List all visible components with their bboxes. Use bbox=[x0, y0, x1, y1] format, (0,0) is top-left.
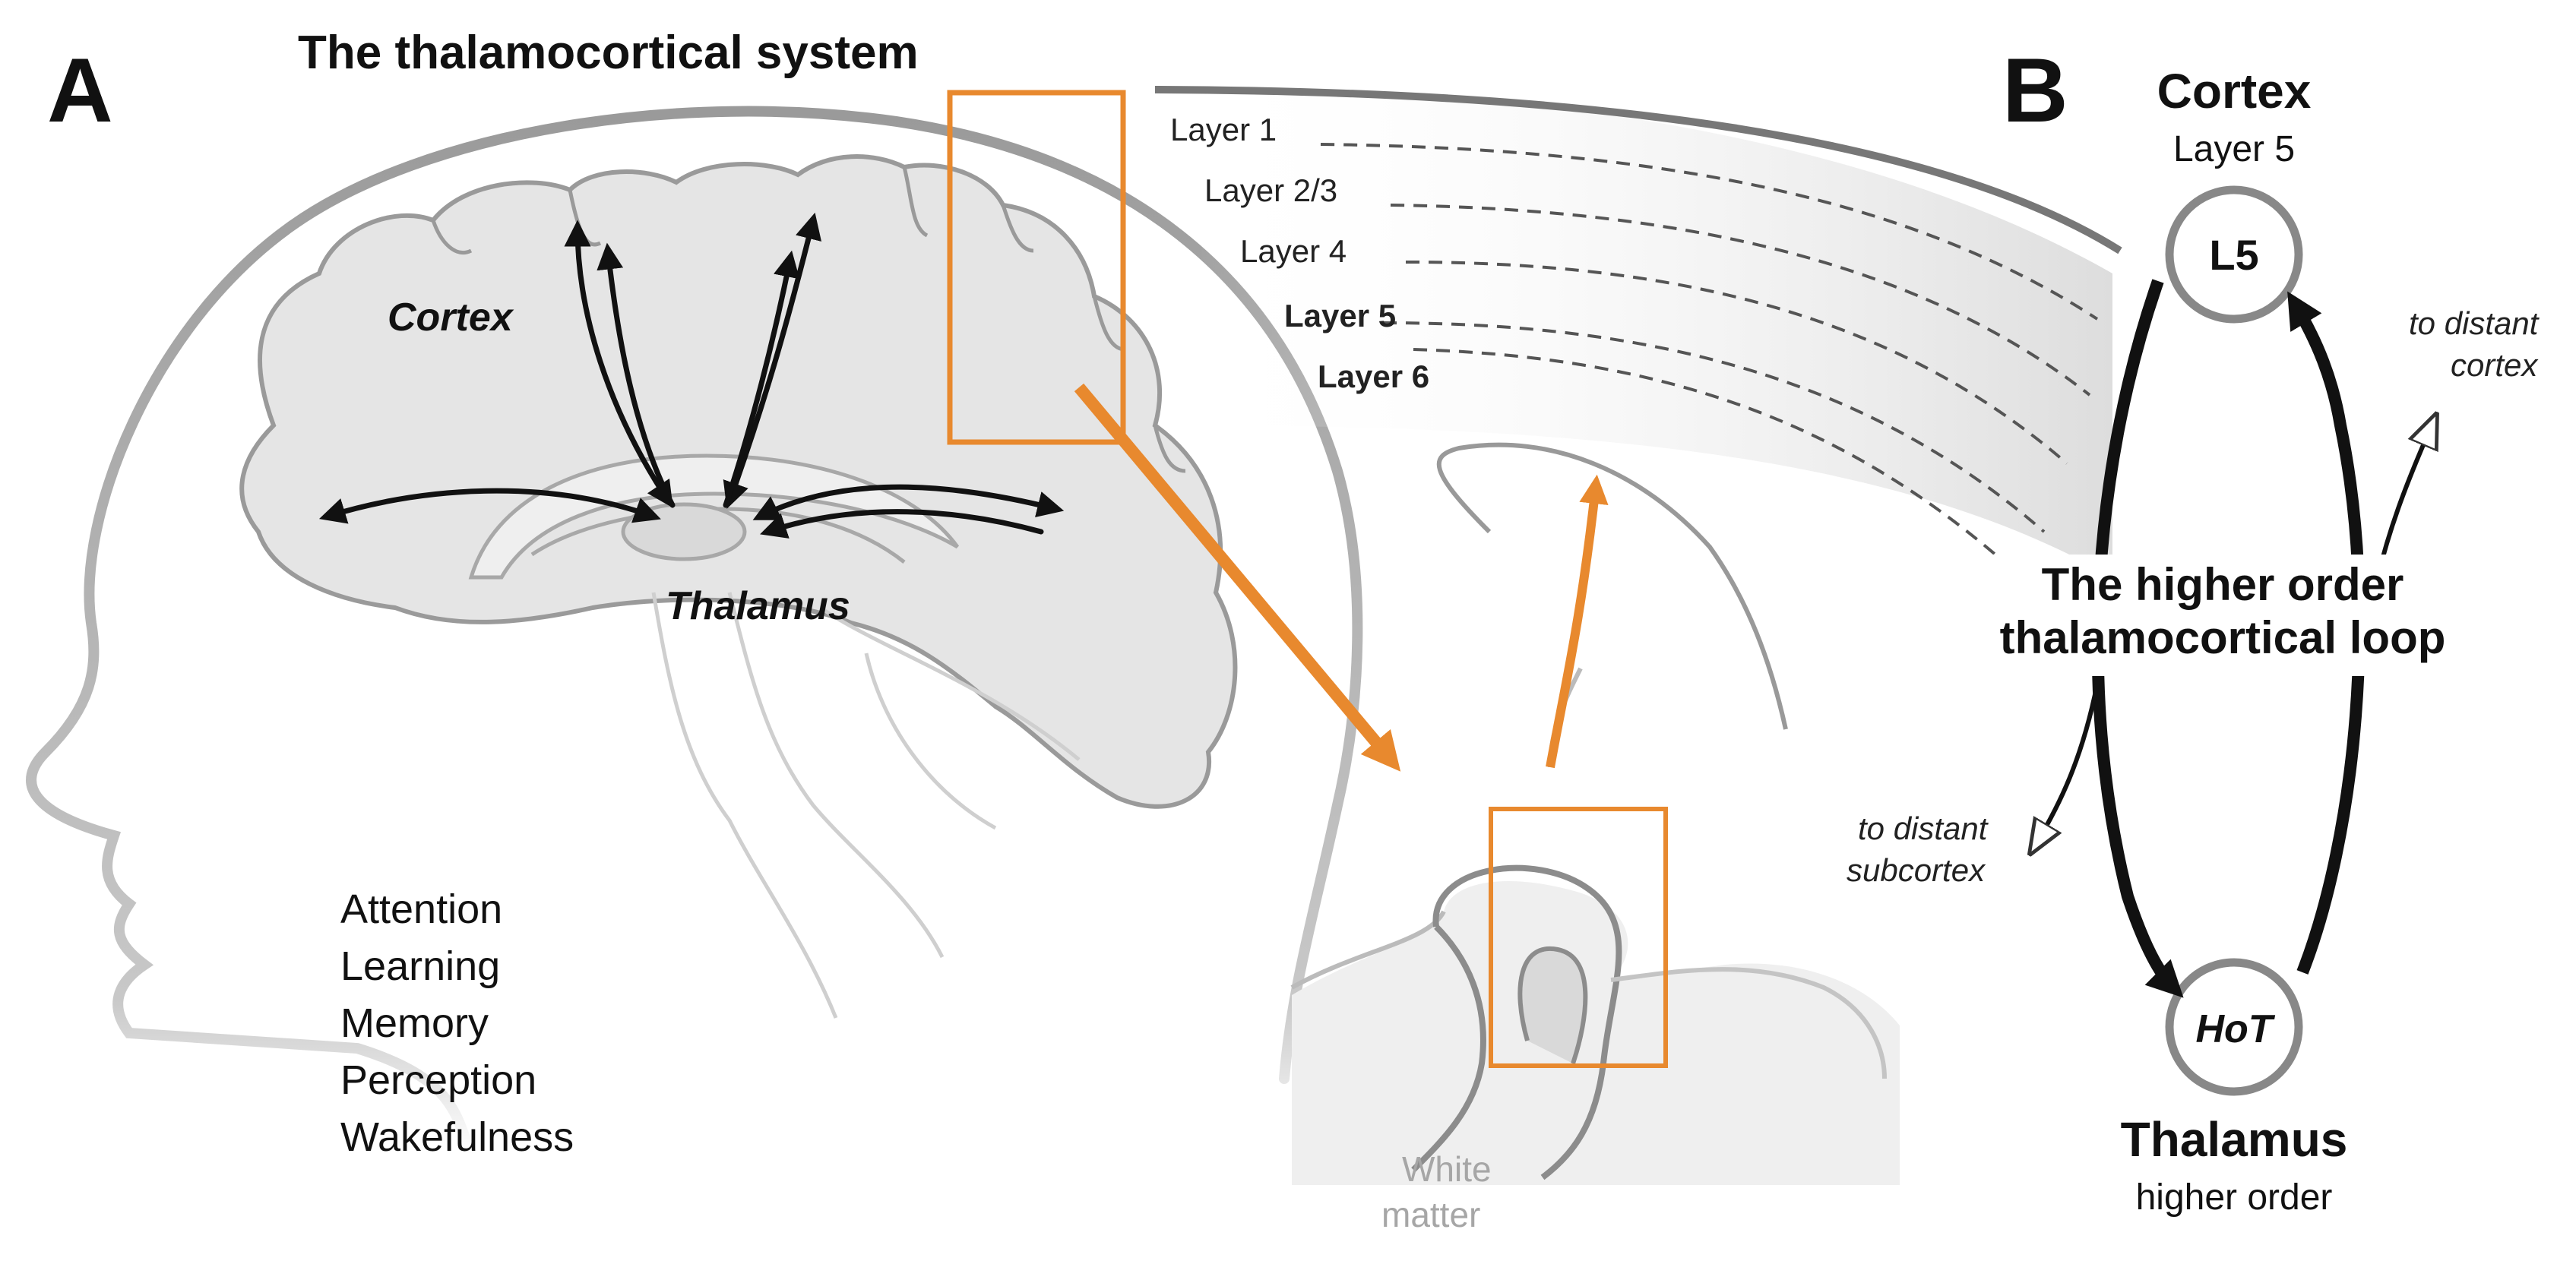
thalamus-subtitle: higher order bbox=[2136, 1177, 2333, 1218]
arrow-thal-cortex-2 bbox=[597, 242, 676, 508]
to-subcortex-label: to distant bbox=[1858, 811, 1989, 846]
cortex-title: Cortex bbox=[2157, 64, 2312, 118]
arrow-thal-frontal bbox=[318, 488, 661, 524]
l5-node-label: L5 bbox=[2209, 231, 2258, 279]
cortical-layers: Layer 1 Layer 2/3 Layer 4 Layer 5 Layer … bbox=[1154, 84, 2122, 579]
layer-label: Layer 2/3 bbox=[1204, 172, 1337, 208]
layer-label: Layer 6 bbox=[1318, 359, 1429, 394]
arrow-thal-cortex-3 bbox=[723, 212, 822, 509]
thalamus-title: Thalamus bbox=[2121, 1112, 2348, 1167]
function-item: Learning bbox=[340, 943, 500, 989]
hot-node-label: HoT bbox=[2195, 1007, 2275, 1051]
gyrus-zoom-box bbox=[1489, 807, 1668, 1068]
white-matter-label: White bbox=[1402, 1149, 1492, 1189]
to-cortex-label: cortex bbox=[2451, 347, 2539, 383]
to-subcortex-arrow bbox=[2036, 683, 2100, 843]
arrow-thal-occipital bbox=[752, 484, 1065, 520]
panel-b: B Cortex Layer 5 L5 HoT to distant corte… bbox=[1847, 40, 2540, 1218]
enlarged-neuron bbox=[1436, 442, 1788, 768]
ascending-arrow bbox=[2287, 291, 2366, 975]
figure-title: The thalamocortical system bbox=[298, 27, 919, 79]
cortex-label: Cortex bbox=[388, 295, 514, 340]
panel-letter-a: A bbox=[47, 40, 113, 141]
layer-label: Layer 1 bbox=[1170, 112, 1277, 147]
thalamocortical-arrows bbox=[318, 212, 1065, 539]
layer-label: Layer 5 bbox=[1284, 298, 1396, 333]
brainstem bbox=[651, 592, 1081, 1019]
thalamus-label: Thalamus bbox=[666, 584, 850, 628]
panel-letter-b: B bbox=[2002, 40, 2068, 141]
gyrus-detail: White matter bbox=[1290, 807, 1900, 1234]
arrow-thal-cortex-4 bbox=[723, 250, 800, 508]
to-subcortex-label: subcortex bbox=[1847, 852, 1986, 888]
l5-node bbox=[2165, 185, 2303, 324]
function-item: Attention bbox=[340, 886, 502, 932]
function-item: Memory bbox=[340, 1000, 489, 1046]
head-outline bbox=[26, 106, 1363, 1160]
arrow-thal-occipital-2 bbox=[760, 509, 1044, 539]
loop-label-backdrop bbox=[1957, 555, 2489, 676]
white-matter-label: matter bbox=[1381, 1195, 1480, 1234]
cortex-zoom-box bbox=[947, 90, 1126, 445]
loop-title: The higher order bbox=[2042, 559, 2404, 610]
zoom-arrow bbox=[1074, 383, 1401, 772]
to-cortex-label: to distant bbox=[2409, 305, 2540, 341]
hot-node bbox=[2165, 958, 2303, 1096]
descending-arrow bbox=[2091, 279, 2184, 998]
function-list: Attention Learning Memory Perception Wak… bbox=[340, 886, 574, 1160]
panel-a: A The thalamocortical system Cortex Thal… bbox=[26, 27, 2122, 1234]
arrow-thal-cortex-1 bbox=[564, 220, 673, 508]
function-item: Wakefulness bbox=[340, 1114, 574, 1160]
loop-title: thalamocortical loop bbox=[2000, 612, 2446, 663]
function-item: Perception bbox=[340, 1057, 536, 1103]
cortex-subtitle: Layer 5 bbox=[2173, 129, 2295, 169]
layer-label: Layer 4 bbox=[1240, 233, 1347, 269]
projection-arrow bbox=[1546, 474, 1609, 769]
